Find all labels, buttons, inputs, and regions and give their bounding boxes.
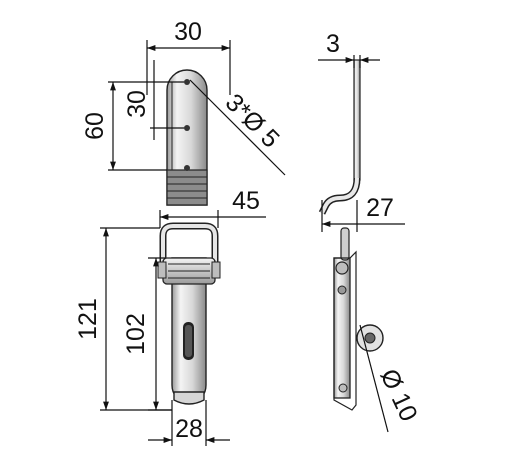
dim-latch-length: 102 [122,313,150,355]
hole-1 [184,79,190,85]
strike-side-view [318,59,361,215]
dim-thickness: 3 [326,30,340,58]
strike-plate [166,69,208,206]
hole-2 [184,125,190,131]
dim-bail-width: 45 [232,187,260,215]
dim-hole-spec: 3*Ø 5 [220,88,285,153]
latch-body [157,222,221,405]
dim-plate-length: 60 [81,112,109,140]
dim-overall-length: 121 [74,298,102,340]
dim-base-width: 28 [175,415,203,443]
dim-plate-width: 30 [174,18,202,46]
dim-hook-offset: 27 [366,194,394,222]
dimension-lines [100,40,405,446]
latch-side-view [333,227,384,411]
dim-hole-pitch: 30 [123,90,151,118]
hole-3 [184,165,190,171]
dim-roller-dia: Ø 10 [375,365,423,426]
